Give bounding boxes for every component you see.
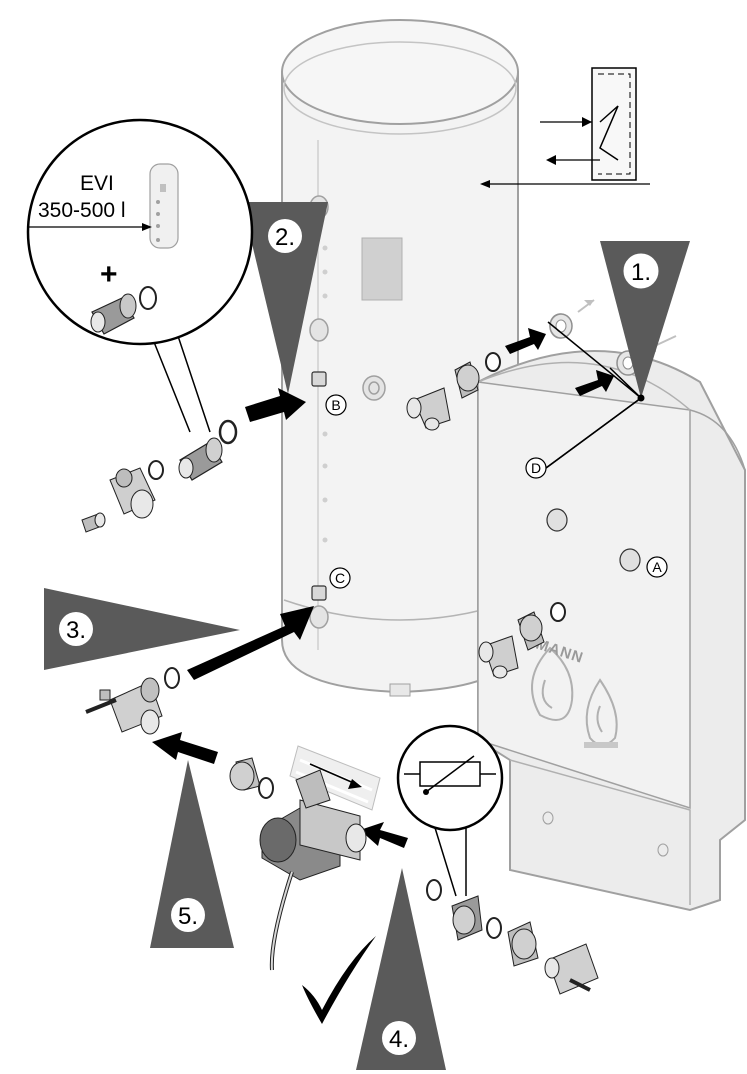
connection-b: B [325,394,347,416]
step-3-marker: 3. [44,588,240,670]
detail-callout: EVI 350-500 l + [26,118,254,433]
nipple-c [311,585,327,601]
arrow-to-a [575,370,614,396]
label-b: B [331,397,340,413]
step-1-marker: 1. [545,241,690,469]
thermometer-callout [396,724,504,897]
tank-schematic-inset [480,67,650,188]
step-4-number: 4. [389,1026,409,1053]
parts-b-assembly [81,419,238,533]
check-mark-icon [302,936,376,1024]
arrow-to-valve [152,732,218,764]
label-d: D [531,460,541,476]
adapter-fitting-detail [90,286,157,335]
label-a: A [652,559,662,575]
parts-pump-right [426,879,599,995]
step-5-marker: 5. [150,760,234,948]
socket-d [546,508,568,532]
mini-tank-icon [149,163,179,249]
parts-a-assembly [478,602,566,679]
arrow-to-pump [360,822,408,848]
storage-tank [281,19,519,697]
step-2-number: 2. [275,224,295,251]
arrow-to-c [187,606,314,680]
model-line-1: EVI [80,172,114,195]
model-line-2: 350-500 l [38,199,126,222]
circulation-pump [229,757,367,971]
step-3-number: 3. [66,617,86,644]
connection-c: C [329,567,351,589]
step-1-number: 1. [631,259,651,286]
step-4-marker: 4. [356,868,446,1070]
connection-a: A [646,556,668,578]
nipple-b [311,371,327,387]
tank-nameplate [361,237,403,301]
label-c: C [335,570,345,586]
step-5-number: 5. [178,903,198,930]
boiler-unit: MANN [477,299,746,912]
ball-valve-left [85,667,180,735]
arrow-to-b [245,388,306,422]
assembly-arrows [152,328,614,848]
socket-a [619,548,641,572]
arrow-to-d [505,328,546,354]
step-2-marker: 2. [242,202,328,394]
plus-sign: + [100,258,118,291]
connection-d: D [525,457,547,479]
parts-d-assembly [406,352,501,431]
